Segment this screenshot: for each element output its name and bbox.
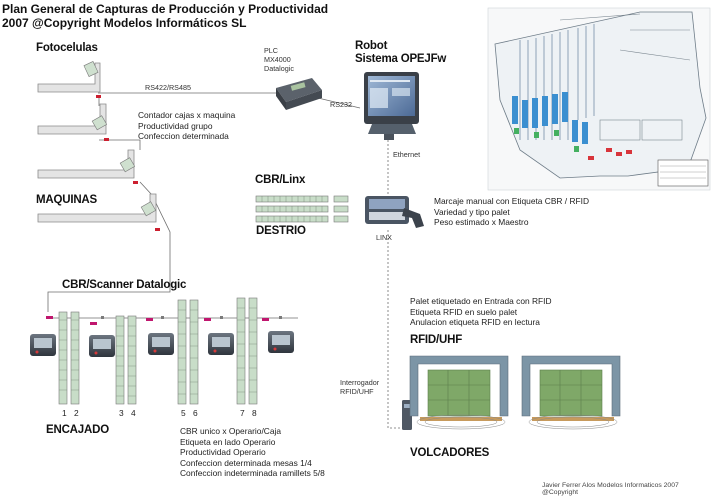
label-fotocelulas: Fotocelulas	[36, 42, 98, 54]
note-line: Peso estimado x Maestro	[434, 217, 529, 227]
label-linx: LINX	[376, 233, 392, 242]
conveyor-1	[37, 62, 101, 93]
label-maquinas: MAQUINAS	[36, 194, 98, 206]
conveyor-2-box	[91, 115, 108, 131]
notes-fotocelulas: Contador cajas x maquina Productividad g…	[138, 110, 235, 142]
notes-encajado: CBR unico x Operario/Caja Etiqueta en la…	[180, 426, 325, 479]
label-rs232: RS232	[330, 100, 352, 109]
conveyor-4-box	[140, 201, 157, 217]
lane-number-8: 8	[252, 408, 257, 418]
ethernet-rfid-line	[387, 230, 402, 429]
plc-device	[276, 78, 322, 110]
conveyor-1-box	[83, 61, 99, 77]
note-line: Productividad Operario	[180, 447, 266, 457]
label-encajado: ENCAJADO	[46, 424, 109, 436]
label-robot: Robot Sistema OPEJFw	[355, 40, 446, 66]
label-rs422: RS422/RS485	[145, 83, 191, 92]
conveyor-4	[37, 193, 157, 223]
notes-cbr-linx: Marcaje manual con Etiqueta CBR / RFID V…	[434, 196, 589, 228]
title-line-2: 2007 @Copyright Modelos Informáticos SL	[2, 16, 247, 30]
note-line: Variedad y tipo palet	[434, 206, 510, 217]
volcador-2	[521, 355, 621, 430]
label-destrio: DESTRIO	[256, 225, 306, 237]
sensor-4	[155, 228, 160, 231]
sensor-2	[104, 138, 109, 141]
plc-label-line2: MX4000	[264, 55, 291, 64]
conveyor-3-box	[119, 157, 136, 173]
note-line: Palet etiquetado en Entrada con RFID	[410, 296, 552, 306]
lane-number-3: 3	[119, 408, 124, 418]
note-line: Confeccion indeterminada ramillets 5/8	[180, 468, 325, 478]
note-line: CBR unico x Operario/Caja	[180, 426, 282, 436]
note-line: Marcaje manual con Etiqueta CBR / RFID	[434, 196, 589, 206]
note-line: Confeccion determinada	[138, 131, 229, 141]
note-line: Contador cajas x maquina	[138, 110, 236, 120]
destrio-conveyors	[255, 195, 349, 223]
title-line-1: Plan General de Capturas de Producción y…	[2, 2, 329, 16]
lane-number-6: 6	[193, 408, 198, 418]
plc-label: PLC MX4000 Datalogic	[264, 46, 294, 73]
label-cbr-scanner: CBR/Scanner Datalogic	[62, 279, 187, 291]
encajado-lanes	[46, 297, 282, 405]
lane-number-5: 5	[181, 408, 186, 418]
robot-terminal	[364, 72, 419, 140]
factory-floor-plan	[487, 7, 711, 191]
footer-credit: Javier Ferrer Alos Modelos Informaticos …	[542, 482, 679, 496]
plc-label-line1: PLC	[264, 46, 278, 55]
note-line: Etiqueta RFID en suelo palet	[410, 306, 518, 317]
label-cbr-linx: CBR/Linx	[255, 174, 306, 186]
label-rfid-uhf: RFID/UHF	[410, 334, 463, 346]
label-interrogador-line2: RFID/UHF	[340, 387, 374, 396]
note-line: Anulacion etiqueta RFID en lectura	[410, 317, 540, 327]
rs232-line	[317, 97, 361, 109]
note-line: Confeccion determinada mesas 1/4	[180, 457, 312, 468]
label-robot-line2: Sistema OPEJFw	[355, 53, 447, 65]
lane-number-7: 7	[240, 408, 245, 418]
lane-number-4: 4	[131, 408, 136, 418]
conveyor-3	[37, 149, 135, 179]
lane-number-2: 2	[74, 408, 79, 418]
diagram-title: Plan General de Capturas de Producción y…	[2, 2, 328, 30]
linx-printer	[365, 196, 424, 228]
label-ethernet: Ethernet	[393, 150, 421, 159]
label-interrogador: Interrogador RFID/UHF	[340, 378, 379, 396]
label-interrogador-line1: Interrogador	[340, 378, 380, 387]
note-line: Etiqueta en lado Operario	[180, 436, 276, 447]
volcador-1	[409, 355, 509, 430]
plc-label-line3: Datalogic	[264, 64, 294, 73]
machine-conveyors	[37, 61, 160, 231]
label-robot-line1: Robot	[355, 40, 388, 52]
sensor-3	[133, 181, 138, 184]
datalogic-scanners	[30, 331, 294, 357]
notes-rfid: Palet etiquetado en Entrada con RFID Eti…	[410, 296, 552, 328]
rfid-interrogator	[402, 400, 412, 430]
lane-number-1: 1	[62, 408, 67, 418]
note-line: Productividad grupo	[138, 120, 213, 131]
sensor-1	[96, 95, 101, 98]
label-volcadores: VOLCADORES	[410, 447, 490, 459]
